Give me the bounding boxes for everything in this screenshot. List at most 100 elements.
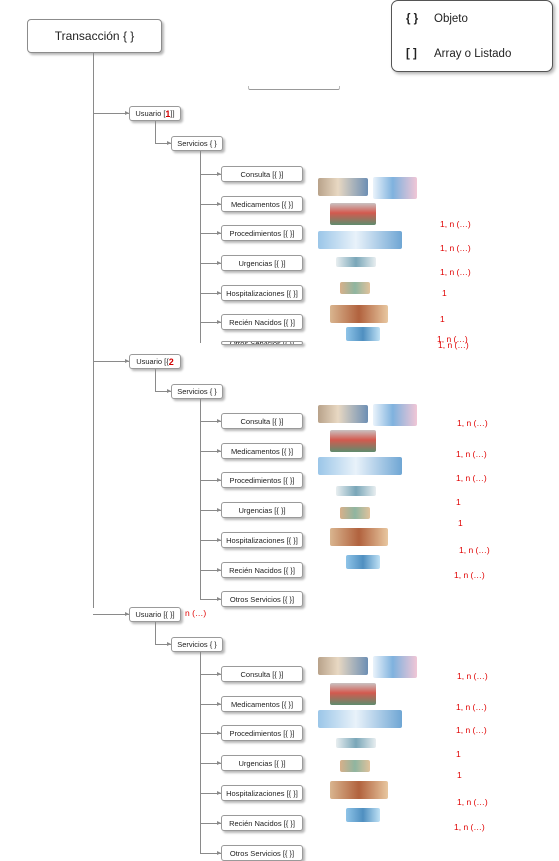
servicios-label: Servicios { } — [177, 139, 217, 148]
servicio-item-node[interactable]: Hospitalizaciones [{ }] — [221, 532, 303, 548]
service-illustration-icon — [330, 203, 376, 225]
arrow-head-icon — [125, 612, 129, 616]
service-illustration-icon — [318, 405, 368, 423]
service-illustration-icon — [318, 231, 402, 249]
servicio-item-label: Medicamentos [{ }] — [230, 699, 294, 709]
usuario-node[interactable]: Usuario [{2 — [129, 354, 181, 369]
servicio-item-label: Procedimientos [{ }] — [229, 728, 295, 738]
servicio-item-node[interactable]: Medicamentos [{ }] — [221, 696, 303, 712]
service-illustration-icon — [346, 327, 380, 341]
arrow-head-icon — [217, 702, 221, 706]
usuario-node[interactable]: Usuario [1]] — [129, 106, 181, 121]
service-illustration-icon — [346, 555, 380, 569]
servicio-item-label: Medicamentos [{ }] — [230, 446, 294, 456]
arrow-head-icon — [217, 449, 221, 453]
servicio-item-node[interactable]: Consulta [{ }] — [221, 413, 303, 429]
root-node-transaccion[interactable]: Transacción { } — [27, 19, 162, 53]
servicio-item-node[interactable]: Urgencias [{ }] — [221, 755, 303, 771]
item-connector — [200, 293, 221, 294]
servicio-item-label: Otros Servicios [{ }] — [229, 594, 295, 604]
item-connector — [200, 421, 221, 422]
arrow-head-icon — [125, 359, 129, 363]
arrow-head-icon — [217, 731, 221, 735]
servicio-item-node[interactable]: Recién Nacidos [{ }] — [221, 314, 303, 330]
arrow-head-icon — [217, 172, 221, 176]
service-illustration-icon — [318, 457, 402, 475]
servicio-item-label: Hospitalizaciones [{ }] — [226, 788, 298, 798]
usuario-connector — [93, 614, 129, 615]
item-connector — [200, 233, 221, 234]
usuario-label: Usuario [ — [135, 109, 166, 118]
usuario-index-marker: 1 — [165, 108, 171, 119]
arrow-head-icon — [125, 111, 129, 115]
item-connector — [200, 599, 221, 600]
usuario-cardinality: n (…) — [185, 608, 207, 618]
arrow-head-icon — [217, 672, 221, 676]
servicio-item-label: Recién Nacidos [{ }] — [229, 565, 295, 575]
servicio-item-node[interactable]: Procedimientos [{ }] — [221, 472, 303, 488]
item-connector — [200, 451, 221, 452]
servicio-item-node[interactable]: Recién Nacidos [{ }] — [221, 562, 303, 578]
arrow-head-icon — [217, 791, 221, 795]
service-illustration-icon — [330, 528, 388, 546]
arrow-head-icon — [217, 821, 221, 825]
item-connector — [200, 322, 221, 323]
servicio-item-node[interactable]: Otros Servicios [{ }] — [221, 341, 303, 345]
cardinality-label: 1 — [440, 314, 445, 324]
usuario-node[interactable]: Usuario [{ }] — [129, 607, 181, 622]
service-illustration-icon — [373, 177, 417, 199]
service-illustration-icon — [330, 430, 376, 452]
servicio-item-label: Otros Servicios [{ }] — [230, 342, 294, 344]
servicio-item-label: Procedimientos [{ }] — [229, 475, 295, 485]
arrow-head-icon — [217, 508, 221, 512]
legend-array-row: [ ]Array o Listado — [406, 48, 511, 60]
usuario-index-marker: 2 — [168, 356, 174, 367]
root-trunk-line — [93, 53, 94, 608]
servicio-item-node[interactable]: Recién Nacidos [{ }] — [221, 815, 303, 831]
service-illustration-icon — [340, 507, 370, 519]
servicio-item-node[interactable]: Procedimientos [{ }] — [221, 225, 303, 241]
usuario-to-servicios-line — [155, 622, 156, 644]
servicio-item-node[interactable]: Consulta [{ }] — [221, 666, 303, 682]
usuario-to-servicios-line — [155, 369, 156, 391]
servicio-item-node[interactable]: Hospitalizaciones [{ }] — [221, 285, 303, 301]
servicio-item-node[interactable]: Medicamentos [{ }] — [221, 196, 303, 212]
service-illustration-icon — [318, 657, 368, 675]
servicio-item-label: Urgencias [{ }] — [238, 505, 286, 515]
servicio-item-label: Recién Nacidos [{ }] — [229, 317, 295, 327]
service-illustration-icon — [373, 656, 417, 678]
service-illustration-icon — [336, 486, 376, 496]
servicios-node[interactable]: Servicios { } — [171, 384, 223, 399]
legend-object-row: { }Objeto — [406, 13, 468, 25]
cardinality-label: 1, n (…) — [456, 473, 487, 483]
cardinality-label: 1, n (…) — [456, 449, 487, 459]
servicio-item-node[interactable]: Procedimientos [{ }] — [221, 725, 303, 741]
servicio-item-node[interactable]: Otros Servicios [{ }] — [221, 845, 303, 861]
arrow-head-icon — [167, 389, 171, 393]
servicio-item-label: Hospitalizaciones [{ }] — [226, 288, 298, 298]
arrow-head-icon — [217, 231, 221, 235]
item-connector — [200, 733, 221, 734]
service-illustration-icon — [340, 282, 370, 294]
cardinality-label: 1 — [442, 288, 447, 298]
service-illustration-icon — [336, 257, 376, 267]
servicios-node[interactable]: Servicios { } — [171, 637, 223, 652]
cardinality-label: 1, n (…) — [438, 340, 469, 350]
servicio-item-node[interactable]: Urgencias [{ }] — [221, 255, 303, 271]
servicio-item-node[interactable]: Otros Servicios [{ }] — [221, 591, 303, 607]
service-illustration-icon — [346, 808, 380, 822]
servicio-item-node[interactable]: Hospitalizaciones [{ }] — [221, 785, 303, 801]
servicio-item-label: Medicamentos [{ }] — [230, 199, 294, 209]
servicios-node[interactable]: Servicios { } — [171, 136, 223, 151]
servicio-item-node[interactable]: Medicamentos [{ }] — [221, 443, 303, 459]
arrow-head-icon — [167, 141, 171, 145]
arrow-head-icon — [217, 291, 221, 295]
servicio-item-node[interactable]: Urgencias [{ }] — [221, 502, 303, 518]
service-illustration-icon — [318, 178, 368, 196]
service-illustration-icon — [336, 738, 376, 748]
servicio-item-node[interactable]: Consulta [{ }] — [221, 166, 303, 182]
arrow-head-icon — [217, 202, 221, 206]
service-illustration-icon — [330, 781, 388, 799]
cardinality-label: 1, n (…) — [437, 334, 468, 344]
